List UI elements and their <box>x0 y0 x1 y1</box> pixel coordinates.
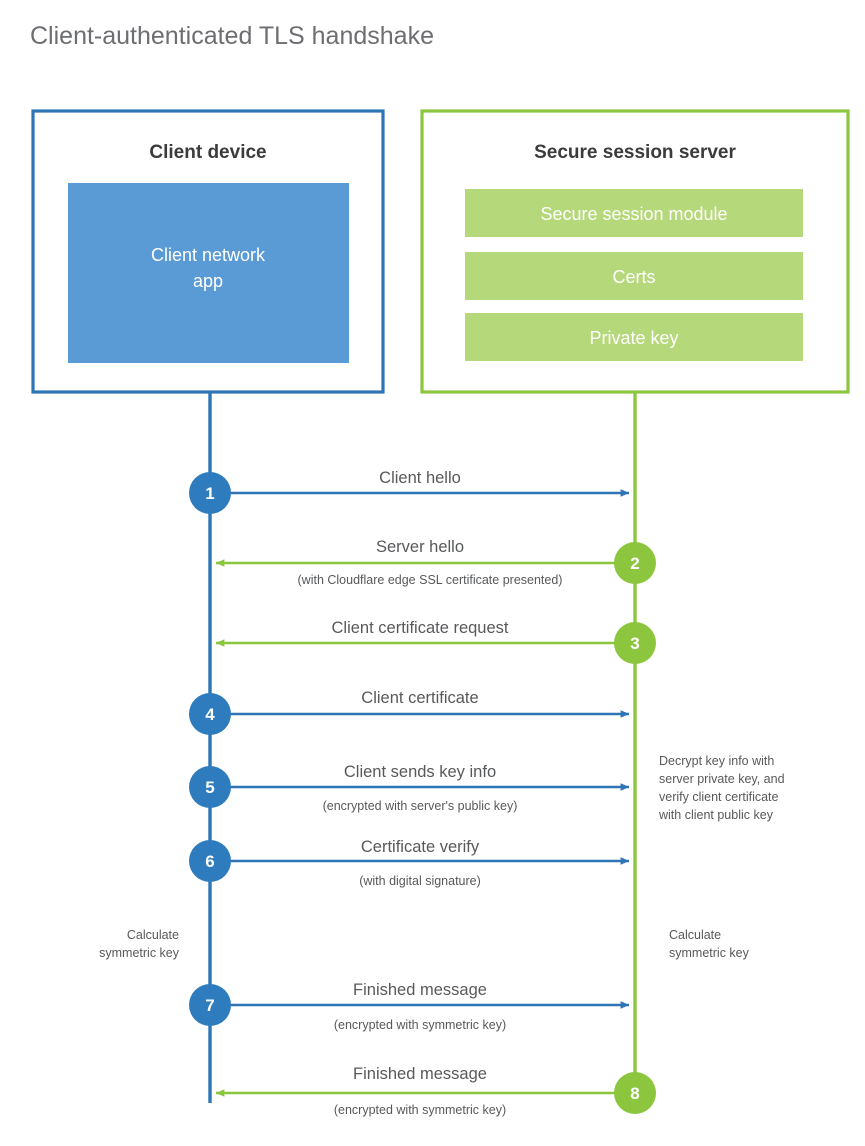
server-decrypt-note: Decrypt key info with server private key… <box>658 754 785 822</box>
client-network-app-label-line1: Client network <box>151 245 266 265</box>
step-2-number: 2 <box>630 554 639 573</box>
step-4-marker <box>189 693 231 735</box>
step-8-number: 8 <box>630 1084 639 1103</box>
step-2-group: Server hello (with Cloudflare edge SSL c… <box>215 538 656 587</box>
server-item-box-2 <box>465 313 803 361</box>
step-3-marker <box>614 622 656 664</box>
step-7-sublabel: (encrypted with symmetric key) <box>334 1018 506 1032</box>
step-7-marker <box>189 984 231 1026</box>
client-calculate-note-line2: symmetric key <box>99 946 180 960</box>
server-calculate-note: Calculate symmetric key <box>669 928 750 960</box>
step-5-sublabel: (encrypted with server's public key) <box>323 799 518 813</box>
secure-session-server-panel: Secure session server Secure session mod… <box>420 109 850 394</box>
server-decrypt-note-line1: Decrypt key info with <box>659 754 774 768</box>
step-8-sublabel: (encrypted with symmetric key) <box>334 1103 506 1117</box>
step-4-number: 4 <box>205 705 215 724</box>
server-decrypt-note-line2: server private key, and <box>659 772 785 786</box>
step-4-group: Client certificate 4 <box>189 689 630 735</box>
step-1-group: Client hello 1 <box>189 469 630 514</box>
step-5-label: Client sends key info <box>344 763 496 781</box>
server-decrypt-note-line3: verify client certificate <box>659 790 779 804</box>
step-2-label: Server hello <box>376 538 464 556</box>
server-item-label-2: Private key <box>589 328 678 348</box>
server-calculate-note-line1: Calculate <box>669 928 721 942</box>
step-3-label: Client certificate request <box>332 619 509 637</box>
step-6-group: Certificate verify (with digital signatu… <box>189 838 630 888</box>
server-item-label-0: Secure session module <box>540 204 727 224</box>
server-item-box-0 <box>465 189 803 237</box>
step-1-label: Client hello <box>379 469 461 487</box>
page-title: Client-authenticated TLS handshake <box>30 22 434 50</box>
step-1-marker <box>189 472 231 514</box>
step-7-number: 7 <box>205 996 214 1015</box>
step-2-marker <box>614 542 656 584</box>
step-1-number: 1 <box>205 484 214 503</box>
step-2-sublabel: (with Cloudflare edge SSL certificate pr… <box>298 573 563 587</box>
server-item-box-1 <box>465 252 803 300</box>
step-6-sublabel: (with digital signature) <box>359 874 481 888</box>
step-8-label: Finished message <box>353 1065 487 1083</box>
step-8-marker <box>614 1072 656 1114</box>
client-network-app-label-line2: app <box>193 271 223 291</box>
step-5-group: Client sends key info (encrypted with se… <box>189 763 630 813</box>
client-calculate-note-line1: Calculate <box>127 928 179 942</box>
server-item-label-1: Certs <box>612 267 655 287</box>
step-4-label: Client certificate <box>361 689 478 707</box>
step-8-group: Finished message (encrypted with symmetr… <box>215 1065 656 1117</box>
step-5-marker <box>189 766 231 808</box>
client-panel-heading: Client device <box>149 142 266 163</box>
client-calculate-note: Calculate symmetric key <box>99 928 180 960</box>
step-6-label: Certificate verify <box>361 838 480 856</box>
client-network-app-box <box>68 183 349 363</box>
server-calculate-note-line2: symmetric key <box>669 946 750 960</box>
step-5-number: 5 <box>205 778 214 797</box>
step-6-marker <box>189 840 231 882</box>
step-6-number: 6 <box>205 852 214 871</box>
server-decrypt-note-line4: with client public key <box>658 808 774 822</box>
server-panel-heading: Secure session server <box>534 142 736 163</box>
step-7-group: Finished message (encrypted with symmetr… <box>189 981 630 1032</box>
step-3-number: 3 <box>630 634 639 653</box>
step-7-label: Finished message <box>353 981 487 999</box>
step-3-group: Client certificate request 3 <box>215 619 656 664</box>
client-device-panel: Client device Client network app <box>31 109 385 394</box>
